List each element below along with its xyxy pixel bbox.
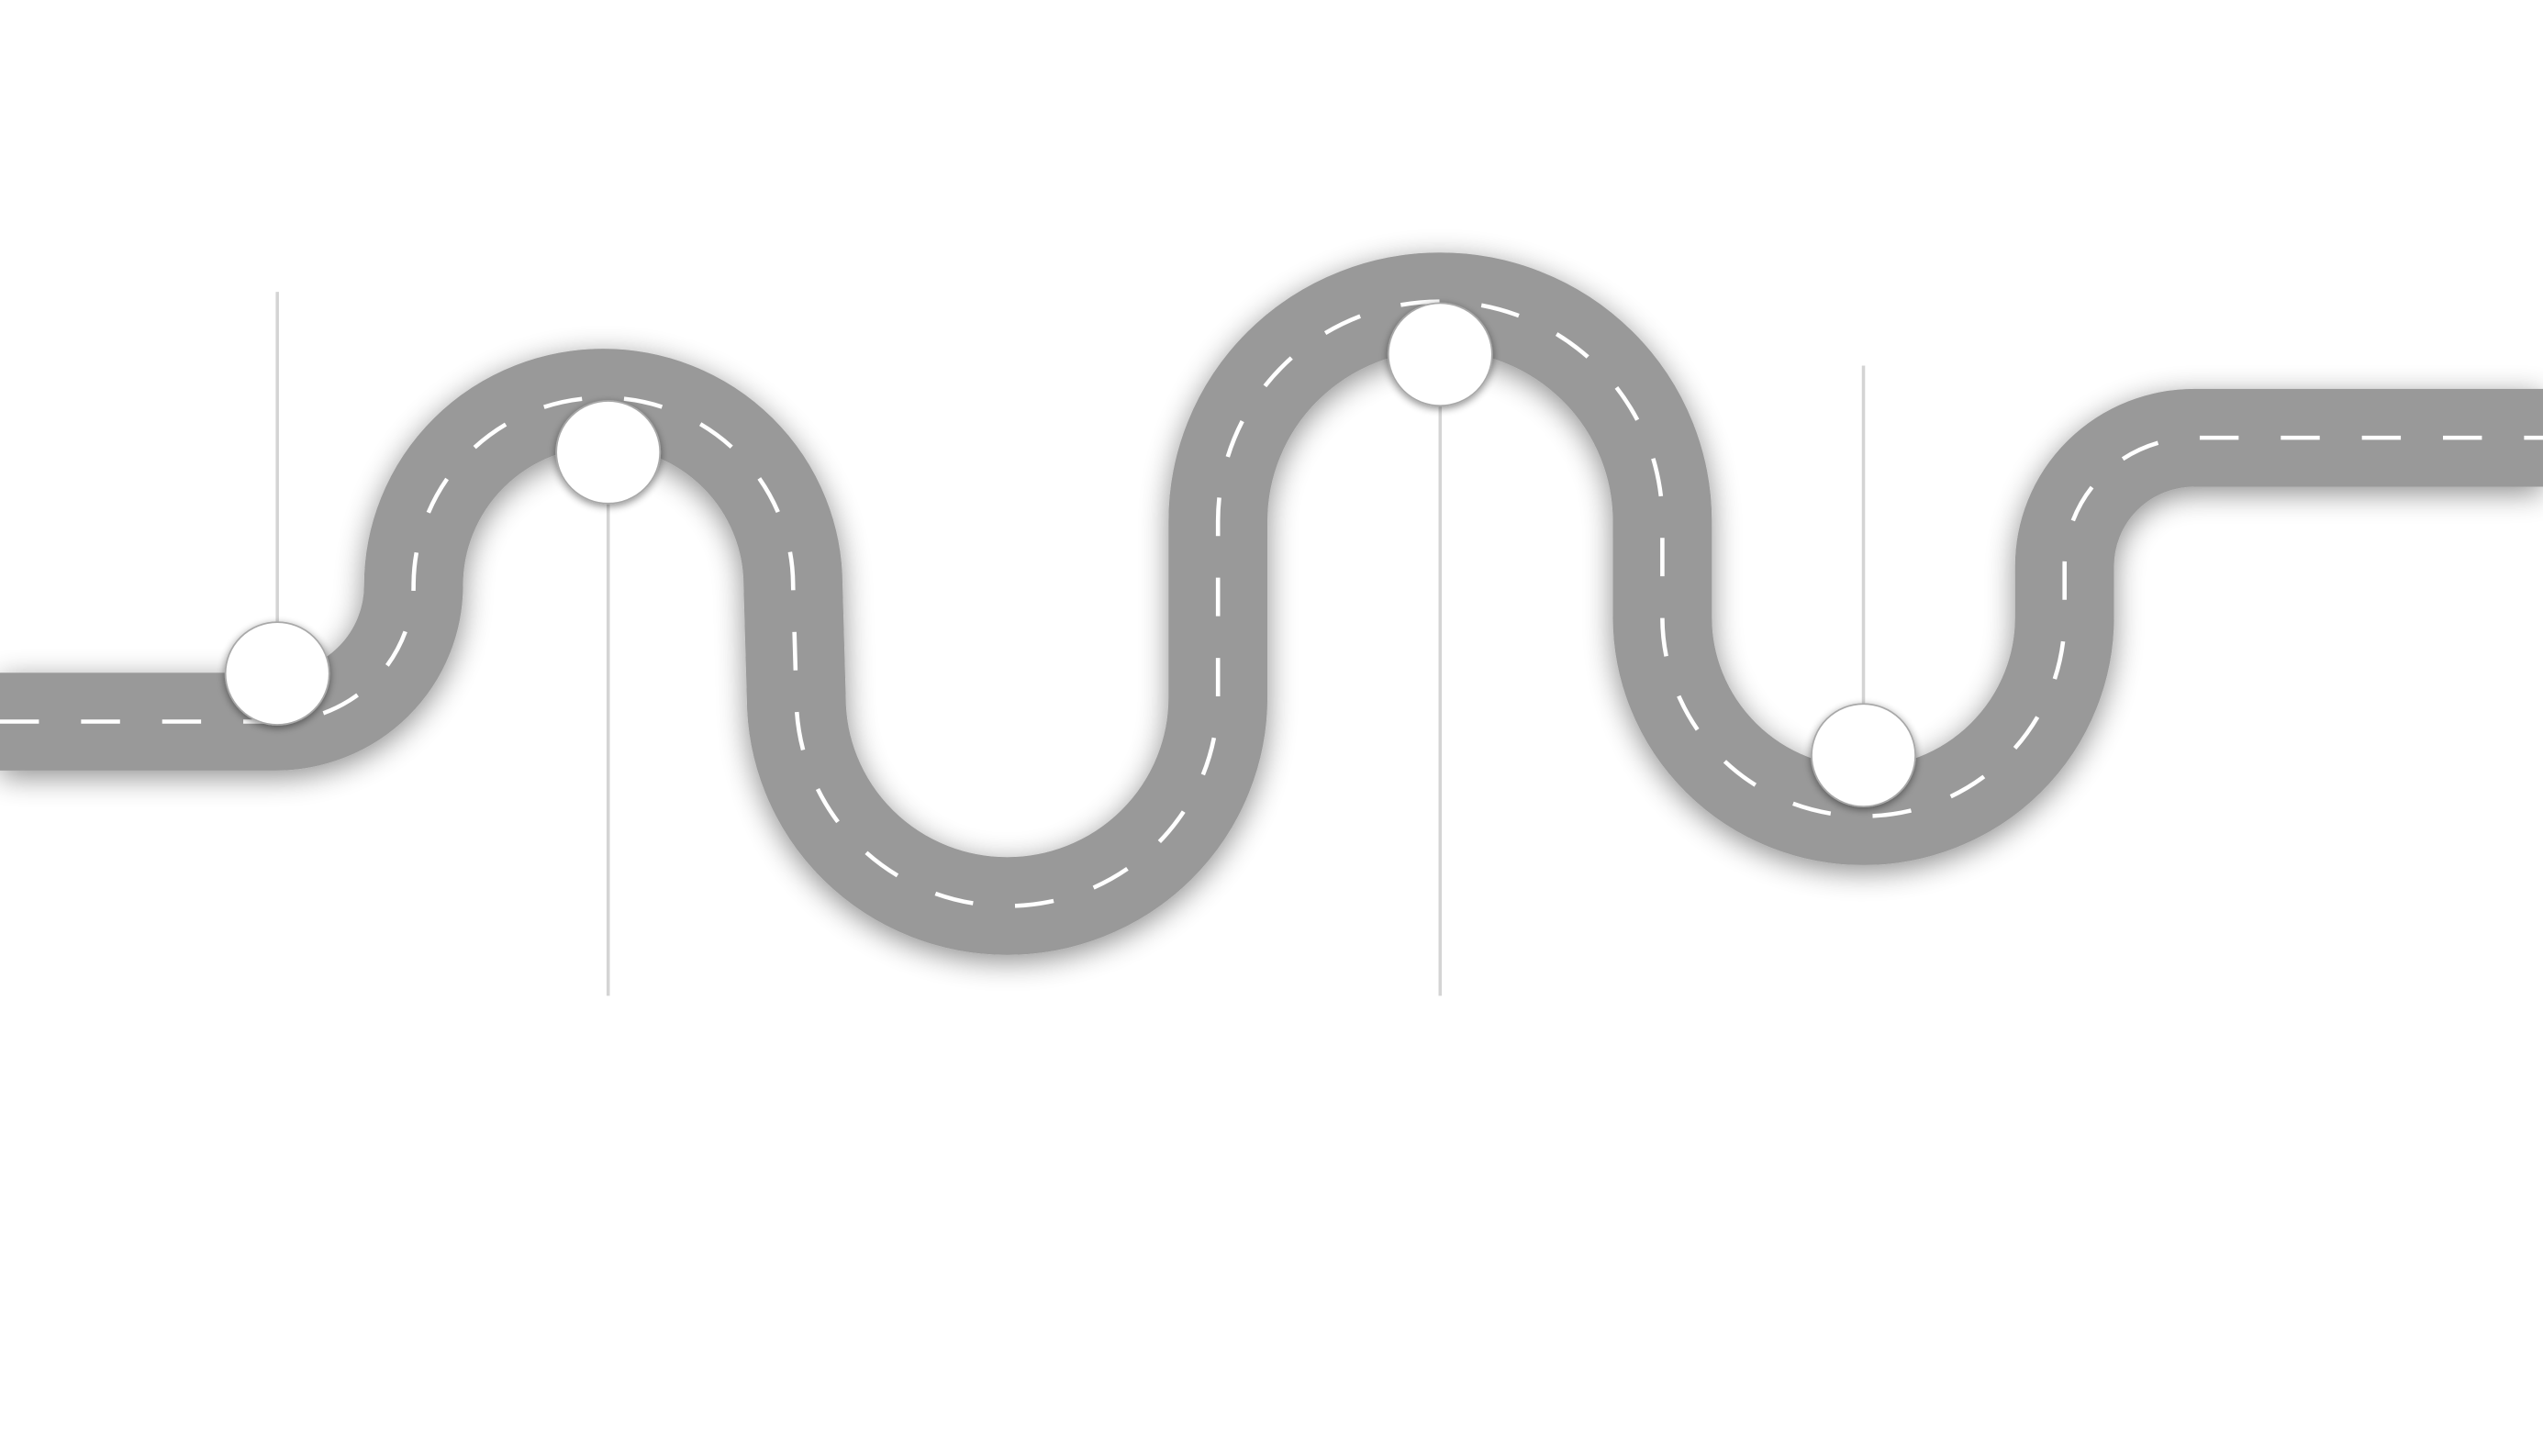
road-lane-marking	[0, 299, 2543, 908]
milestone-node-1[interactable]	[224, 621, 330, 726]
milestone-node-3[interactable]	[1387, 302, 1493, 407]
milestone-node-4[interactable]	[1811, 703, 1916, 808]
winding-road	[0, 252, 2543, 955]
milestone-node-2[interactable]	[555, 400, 662, 505]
